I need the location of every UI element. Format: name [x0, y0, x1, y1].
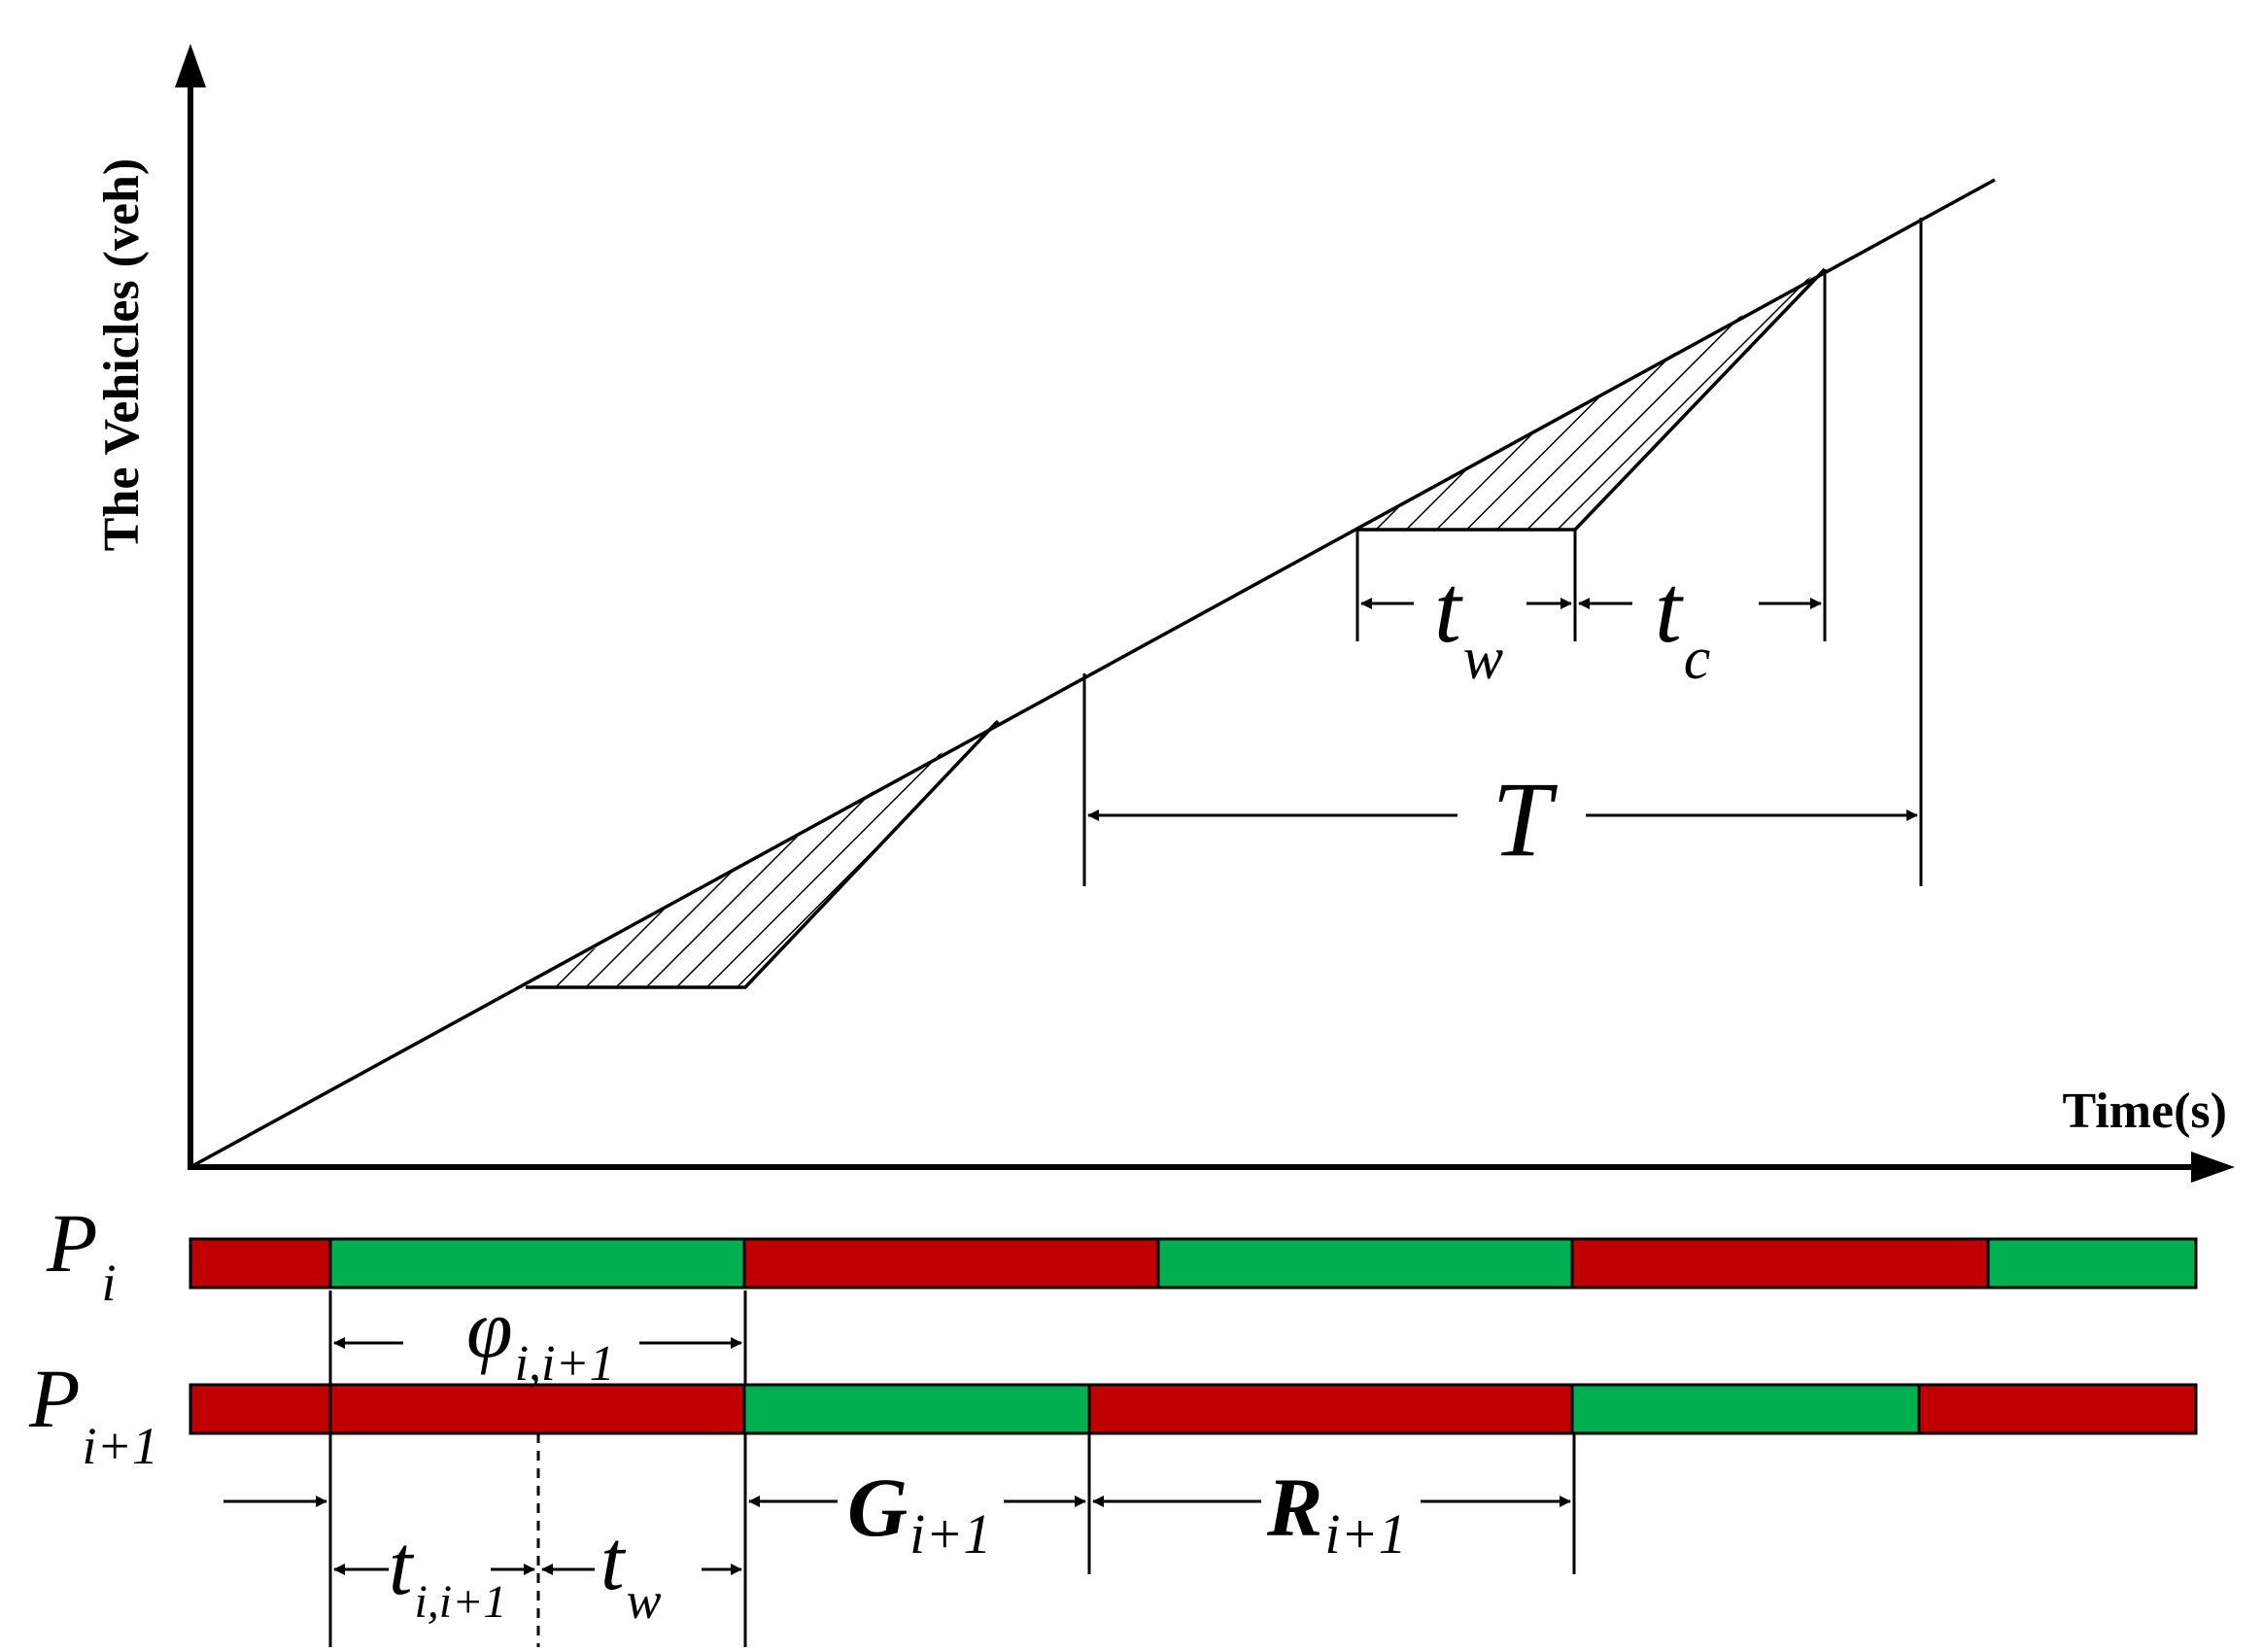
Pi1-label: Pi+1: [28, 1352, 158, 1475]
Pi-label: Pi: [46, 1196, 117, 1312]
offset-label: φi,i+1: [466, 1282, 615, 1392]
y-axis-label: The Vehicles (veh): [94, 158, 150, 551]
cycle-label: T: [1492, 760, 1558, 878]
queue-triangle-1: [526, 719, 1000, 989]
reference-lines: [1082, 218, 1923, 886]
tw-top-label: tw: [1434, 555, 1503, 692]
offset-dimension: [328, 1291, 747, 1385]
green-duration-label: Gi+1: [847, 1461, 991, 1566]
axes: [175, 44, 2235, 1183]
tw-bottom-label: tw: [600, 1514, 661, 1630]
x-axis-label: Time(s): [2063, 1084, 2227, 1139]
x-axis-arrowhead: [2191, 1152, 2235, 1183]
y-axis-arrowhead: [175, 44, 206, 87]
t-ii1-label: ti,i+1: [389, 1519, 507, 1628]
signal-bar-Pi1: [189, 1383, 2198, 1435]
tc-top-label: tc: [1655, 555, 1710, 692]
queue-triangle-2: [1357, 267, 1827, 532]
lower-dimension-lines: [223, 1433, 1576, 1647]
signal-bar-Pi: [189, 1237, 2198, 1290]
red-duration-label: Ri+1: [1266, 1461, 1407, 1566]
